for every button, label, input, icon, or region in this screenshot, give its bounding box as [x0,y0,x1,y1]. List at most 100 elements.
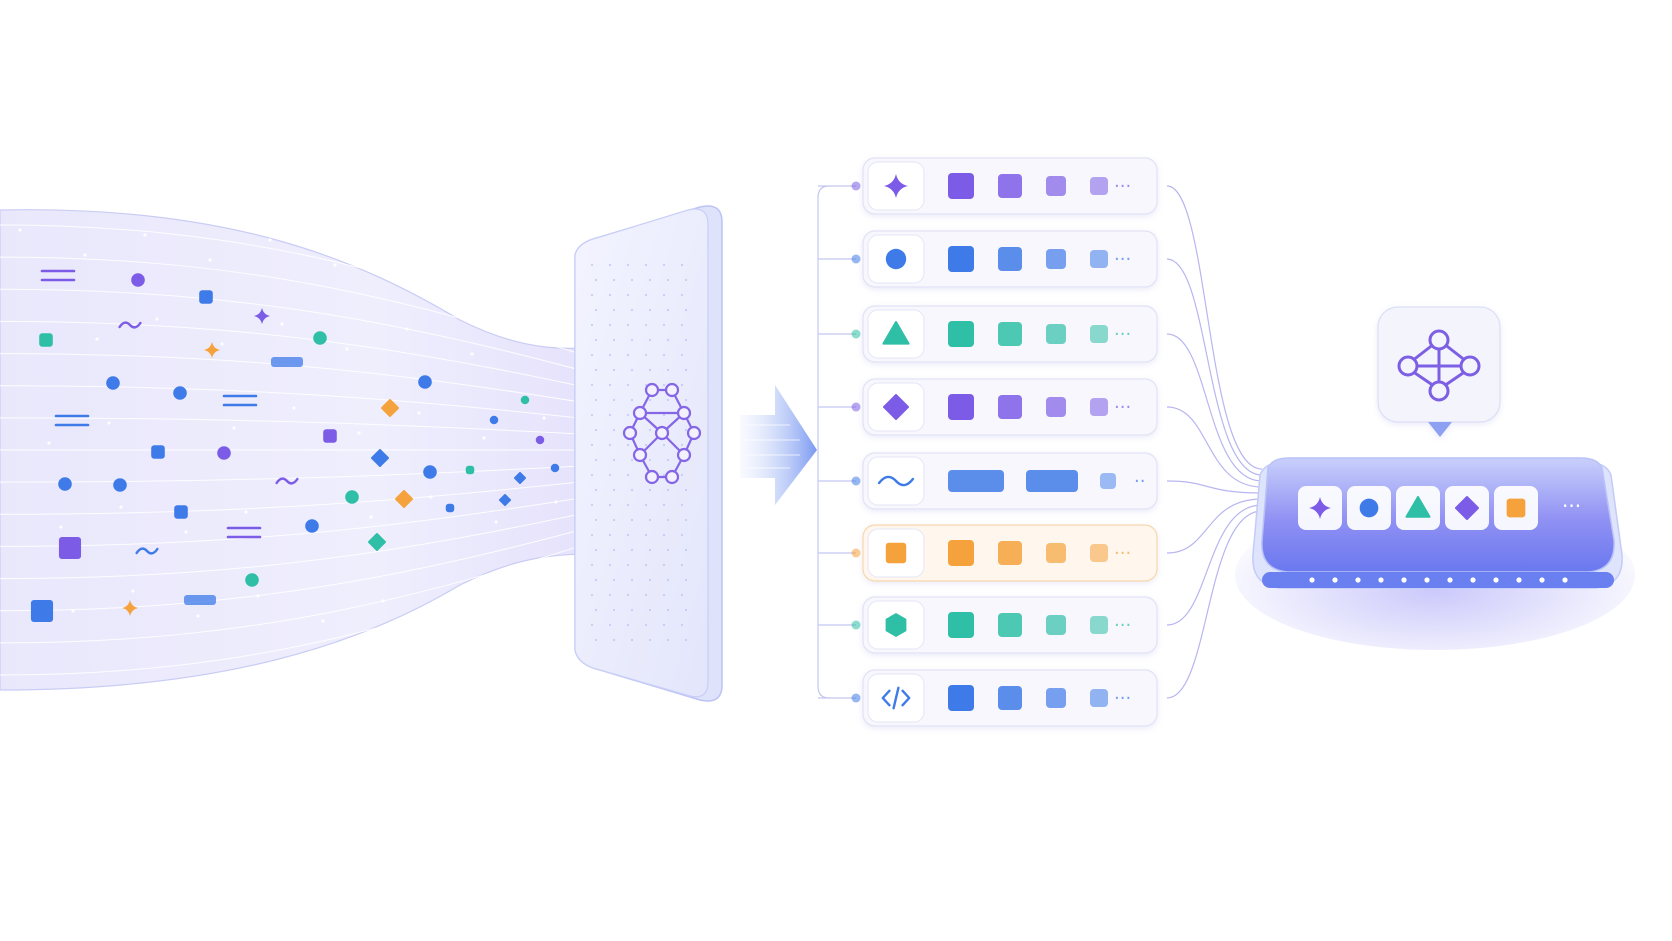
grid-dot [662,503,666,507]
token-square [1046,543,1066,563]
circle-icon [489,415,499,425]
glint [220,342,224,346]
circle-icon [131,273,145,287]
grid-dot [666,308,670,312]
grid-dot [608,503,612,507]
grid-dot [680,443,684,447]
glint [321,619,325,623]
grid-dot [594,638,598,642]
hub-indicator-lights [1309,577,1568,583]
grid-dot [680,503,684,507]
token-square [948,321,974,347]
stream-line [0,385,626,424]
grid-dot [612,488,616,492]
token-bar [948,470,1004,492]
wave-icon [118,321,142,329]
flow-arrow [740,385,817,505]
grid-dot [630,458,634,462]
grid-dot [630,548,634,552]
grid-dot [644,503,648,507]
grid-dot [612,608,616,612]
square-icon [58,536,82,560]
grid-dot [648,398,652,402]
token-square [998,174,1022,198]
grid-dot [666,548,670,552]
row-more: ··· [1114,249,1131,270]
merged-token [1396,486,1440,530]
grid-dot [644,533,648,537]
grid-dot [648,638,652,642]
grid-dot [590,263,594,267]
diamond-icon [371,449,389,467]
grid-dot [590,473,594,477]
grid-dot [594,578,598,582]
stream-line [0,490,626,547]
circle-icon [1359,498,1379,518]
grid-dot [612,548,616,552]
grid-dot [608,383,612,387]
circle-icon [173,386,187,400]
grid-dot [666,488,670,492]
grid-dot [590,563,594,567]
grid-dot [594,368,598,372]
channel-bracket [817,185,830,699]
glint [268,238,272,242]
indicator-light [1516,577,1522,583]
grid-dot [662,443,666,447]
grid-dot [630,578,634,582]
grid-dot [644,323,648,327]
square-icon [465,465,475,475]
lines-icon [54,414,90,427]
glint [18,228,22,232]
row-more: ··· [1114,543,1131,564]
bar-icon [271,357,303,367]
triangle-icon [1405,496,1431,518]
sparkle-icon [204,342,220,358]
grid-dot [630,338,634,342]
indicator-light [1378,577,1384,583]
lines-icon [226,526,262,539]
grid-dot [612,458,616,462]
indicator-light [1309,577,1315,583]
grid-dot [608,593,612,597]
grid-dot [590,383,594,387]
grid-dot [608,293,612,297]
grid-dot [630,518,634,522]
grid-dot [662,413,666,417]
circle-icon [423,465,437,479]
glint [95,337,99,341]
channel-row: ··· [818,524,1158,582]
token-square [948,173,974,199]
circle-icon [345,490,359,504]
circle-icon [535,435,545,445]
indicator-light [1332,577,1338,583]
diamond-icon [368,533,386,551]
row-connector-dot [851,476,861,486]
glint [381,599,385,603]
circle-icon [106,376,120,390]
token-square [948,394,974,420]
indicator-light [1562,577,1568,583]
stream-tokens [18,228,570,623]
grid-dot [684,278,688,282]
grid-dot [594,308,598,312]
grid-dot [594,428,598,432]
wave-icon [275,477,299,485]
grid-dot [630,638,634,642]
merged-token [1298,486,1342,530]
merge-line [1166,333,1263,482]
token-square [948,540,974,566]
circle-icon [113,478,127,492]
hexagon-icon [885,613,907,637]
grid-dot [666,368,670,372]
glint [417,411,421,415]
stream-line [0,224,626,356]
grid-dot [648,338,652,342]
grid-dot [590,353,594,357]
token-square [948,246,974,272]
stream-line [0,320,626,397]
glint [143,233,147,237]
glint [506,604,510,608]
